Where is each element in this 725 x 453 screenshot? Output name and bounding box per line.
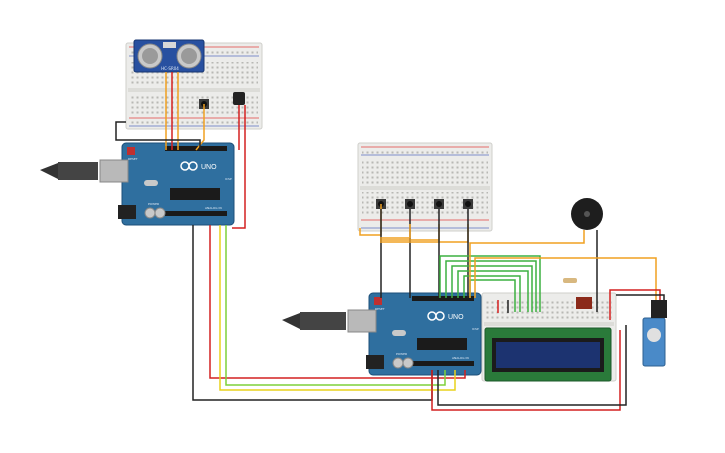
pushbutton-2[interactable] — [405, 199, 415, 209]
breadboard-right-top[interactable] — [357, 142, 493, 232]
temperature-sensor[interactable] — [233, 92, 245, 105]
arduino-right-icsp-label: ICSP — [472, 327, 479, 331]
arduino-right-analog-label: ANALOG IN — [452, 356, 469, 360]
resistor[interactable] — [563, 278, 577, 283]
arduino-left[interactable]: UNO POWER ANALOG IN RESET ICSP — [99, 142, 235, 226]
arduino-left-power-label: POWER — [148, 202, 159, 206]
lcd-16x2[interactable] — [484, 327, 612, 382]
piezo-buzzer[interactable] — [571, 198, 603, 230]
arduino-right[interactable]: UNO POWER ANALOG IN RESET ICSP — [347, 292, 482, 376]
pushbutton-4[interactable] — [463, 199, 473, 209]
wires — [115, 72, 665, 411]
arduino-left-logo: UNO — [201, 164, 217, 171]
ultrasonic-sensor[interactable]: HC-SR04 — [133, 39, 205, 73]
arduino-left-analog-label: ANALOG IN — [205, 206, 222, 210]
ultrasonic-label: HC-SR04 — [161, 66, 179, 71]
usb-plug-right[interactable] — [282, 312, 346, 330]
pushbutton-3[interactable] — [434, 199, 444, 209]
arduino-right-power-label: POWER — [396, 352, 407, 356]
arduino-right-reset-label: RESET — [375, 307, 385, 311]
usb-plug-left[interactable] — [40, 162, 98, 180]
servo-motor[interactable] — [642, 300, 667, 367]
arduino-left-icsp-label: ICSP — [225, 177, 232, 181]
potentiometer[interactable] — [576, 297, 592, 309]
arduino-left-reset-label: RESET — [128, 157, 138, 161]
arduino-right-logo: UNO — [448, 314, 464, 321]
